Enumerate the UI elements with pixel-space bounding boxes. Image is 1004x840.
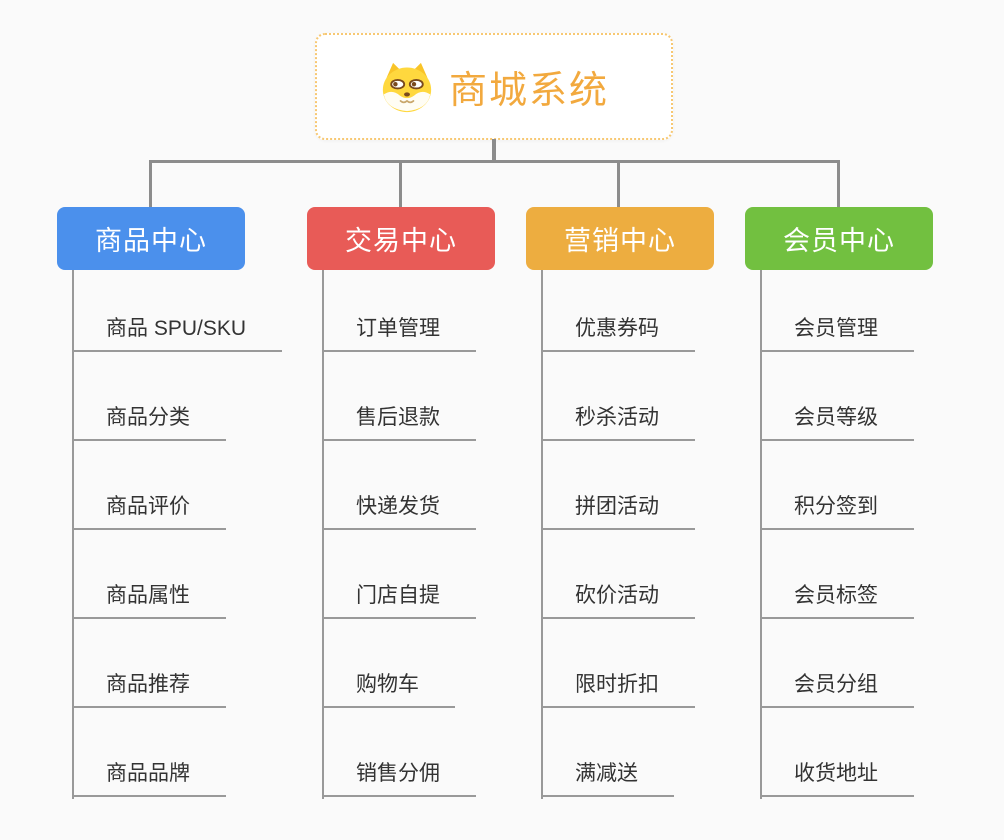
leaf-node[interactable]: 积分签到 [760, 493, 914, 530]
leaf-node[interactable]: 商品分类 [72, 404, 226, 441]
branch-trunk-line-1 [72, 270, 74, 799]
leaf-node[interactable]: 售后退款 [322, 404, 476, 441]
connector-drop-1 [149, 161, 152, 208]
leaf-node[interactable]: 限时折扣 [541, 671, 695, 708]
leaf-node[interactable]: 收货地址 [760, 760, 914, 797]
connector-drop-4 [837, 161, 840, 208]
connector-root-drop [492, 139, 496, 163]
leaf-node[interactable]: 优惠券码 [541, 315, 695, 352]
connector-drop-2 [399, 161, 402, 208]
leaf-node[interactable]: 购物车 [322, 671, 455, 708]
leaf-node[interactable]: 销售分佣 [322, 760, 476, 797]
leaf-node[interactable]: 拼团活动 [541, 493, 695, 530]
branch-node-trade-center[interactable]: 交易中心 [307, 207, 495, 270]
leaf-node[interactable]: 商品品牌 [72, 760, 226, 797]
leaf-node[interactable]: 会员分组 [760, 671, 914, 708]
connector-bus [149, 160, 840, 163]
root-title: 商城系统 [448, 70, 609, 112]
leaf-node[interactable]: 商品评价 [72, 493, 226, 530]
branch-node-marketing-center[interactable]: 营销中心 [526, 207, 714, 270]
leaf-node[interactable]: 商品推荐 [72, 671, 226, 708]
leaf-node[interactable]: 快递发货 [322, 493, 476, 530]
leaf-node[interactable]: 会员管理 [760, 315, 914, 352]
branch-node-product-center[interactable]: 商品中心 [57, 207, 245, 270]
leaf-node[interactable]: 会员等级 [760, 404, 914, 441]
branch-trunk-line-2 [322, 270, 324, 799]
branch-trunk-line-3 [541, 270, 543, 799]
leaf-node[interactable]: 商品 SPU/SKU [72, 315, 283, 352]
leaf-node[interactable]: 砍价活动 [541, 582, 695, 619]
root-node[interactable]: 商城系统 [315, 33, 673, 140]
leaf-node[interactable]: 满减送 [541, 760, 674, 797]
leaf-node[interactable]: 秒杀活动 [541, 404, 695, 441]
dog-icon [382, 62, 432, 112]
leaf-node[interactable]: 会员标签 [760, 582, 914, 619]
branch-trunk-line-4 [760, 270, 762, 799]
branch-node-member-center[interactable]: 会员中心 [745, 207, 933, 270]
leaf-node[interactable]: 商品属性 [72, 582, 226, 619]
leaf-node[interactable]: 订单管理 [322, 315, 476, 352]
connector-drop-3 [617, 161, 620, 208]
leaf-node[interactable]: 门店自提 [322, 582, 476, 619]
